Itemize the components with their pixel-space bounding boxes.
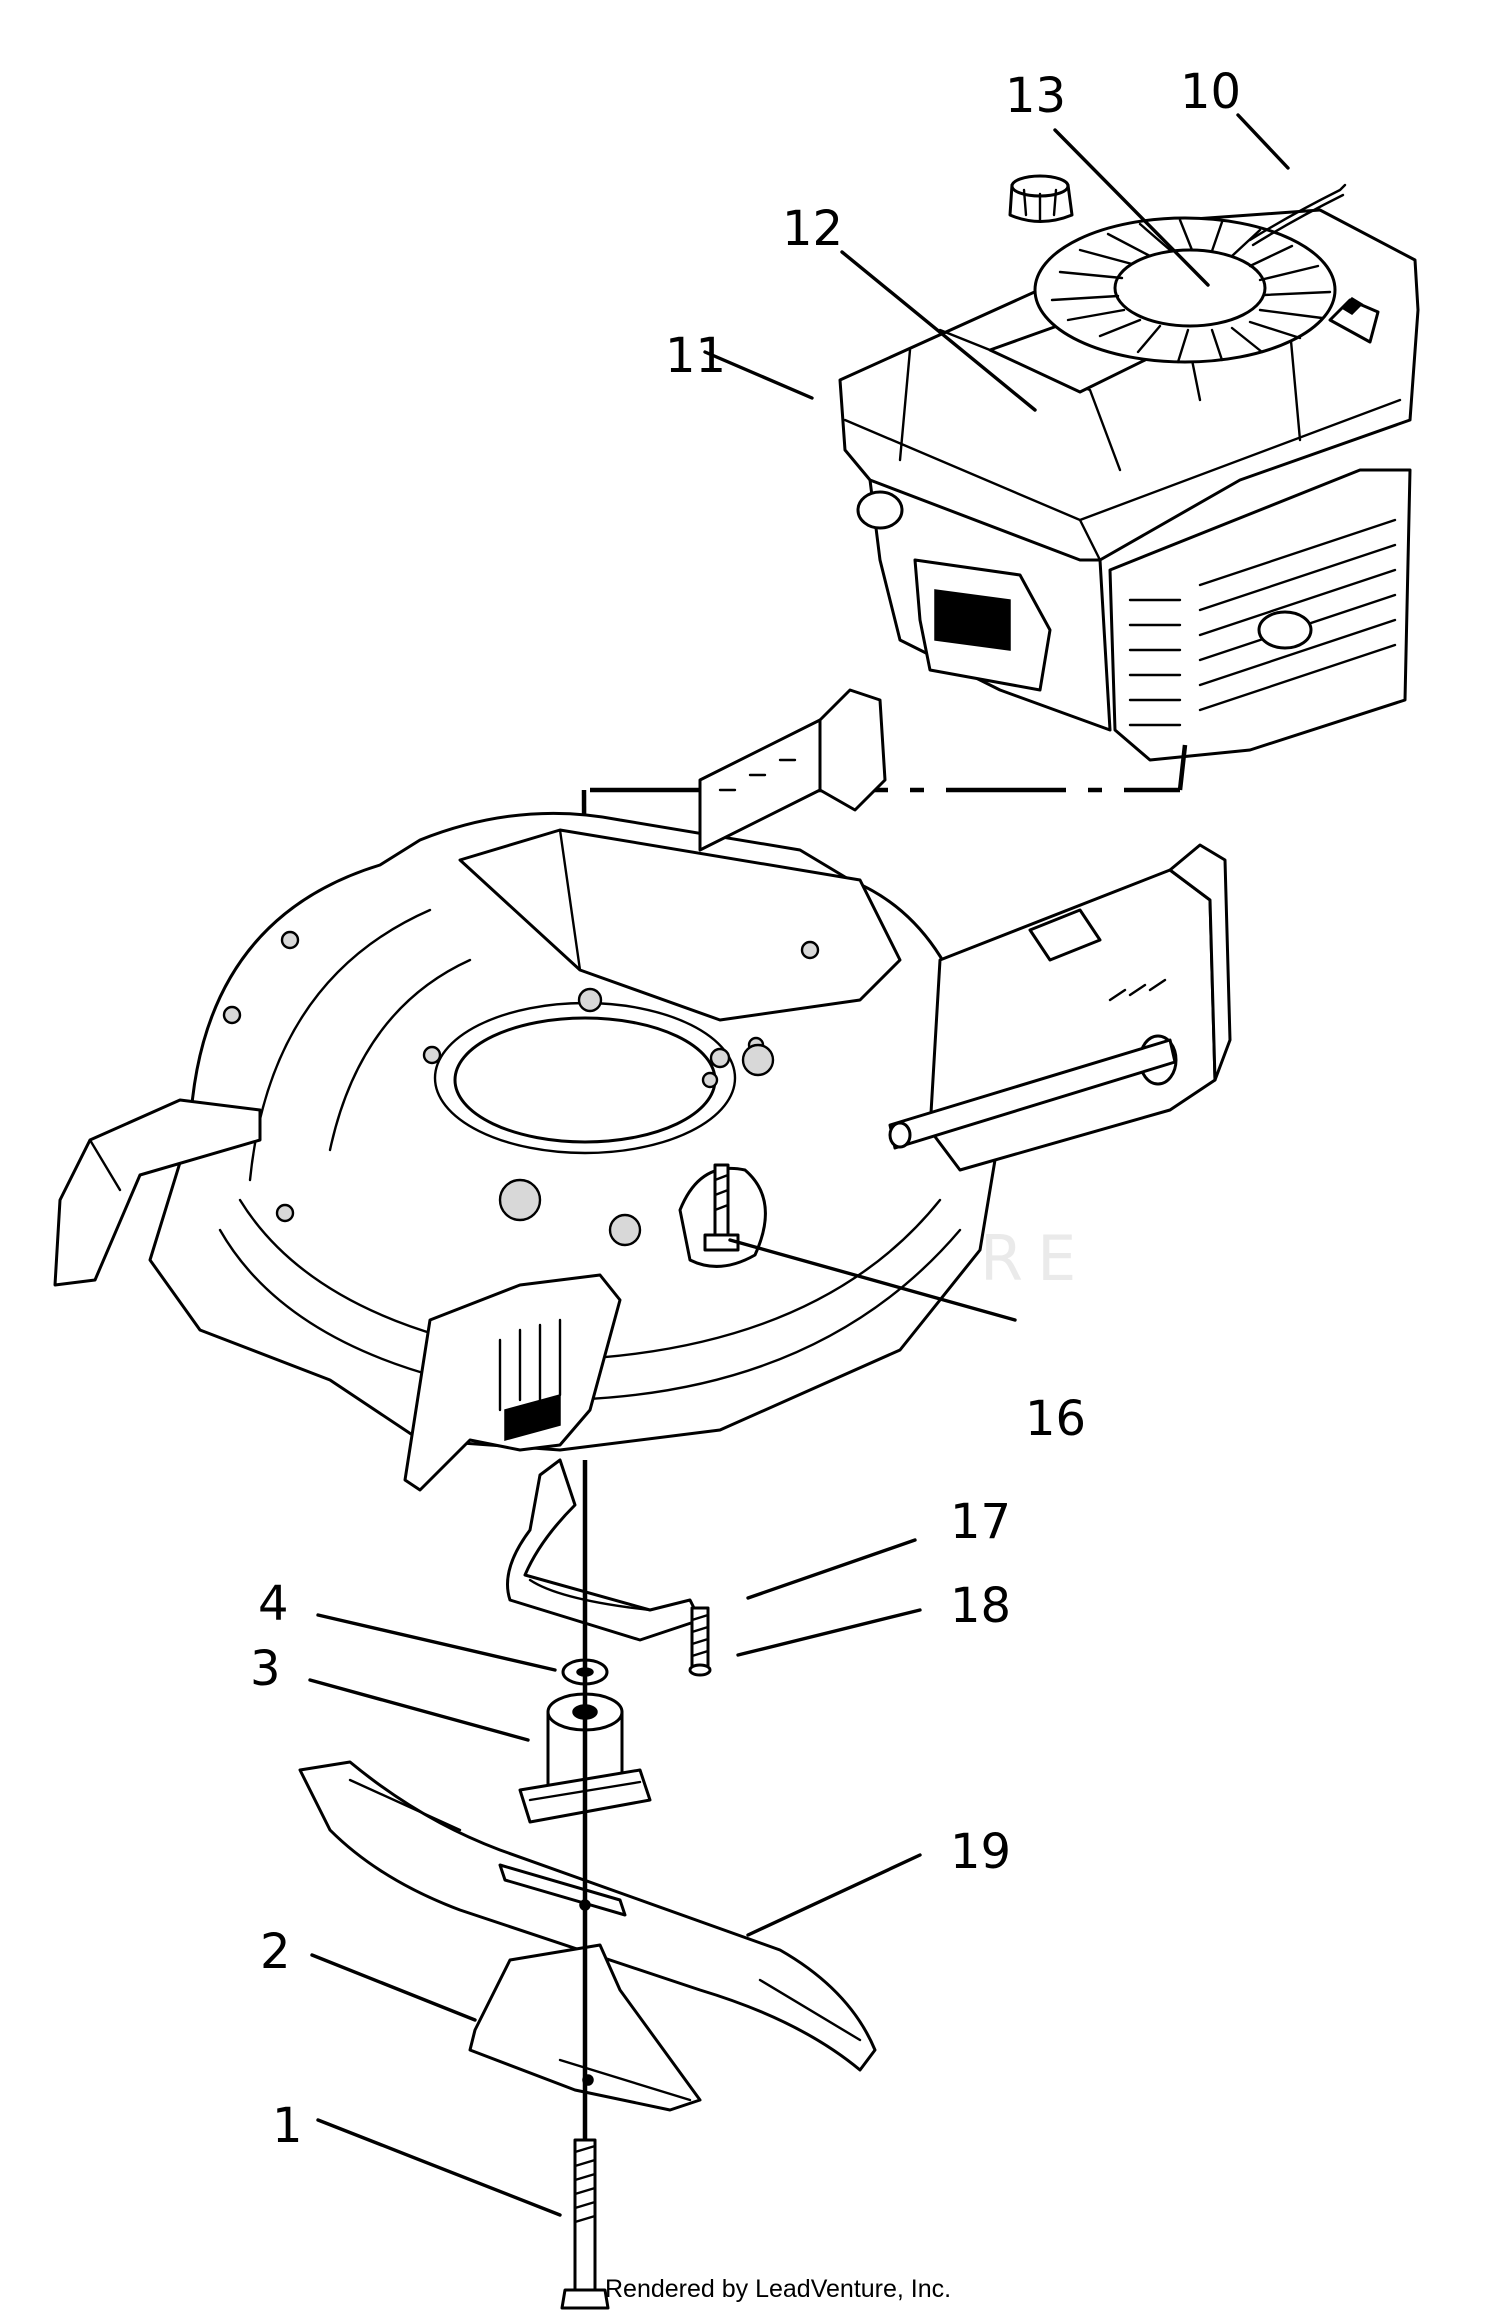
- callout-1: 1: [272, 2098, 303, 2154]
- engine-spark-plug-boot: [1328, 297, 1380, 344]
- deck-center-opening: [453, 1016, 717, 1144]
- deck-front-right-wheel-arm: [403, 1273, 622, 1492]
- blade-assembly: [298, 1458, 877, 2310]
- deck-front-left-wheel-arm: [53, 1098, 262, 1287]
- baffle-bracket: [506, 1458, 702, 1642]
- oil-fill-cap: [1008, 174, 1074, 223]
- callout-3: 3: [250, 1641, 281, 1697]
- throttle-cable: [1248, 183, 1347, 242]
- callout-16: 16: [1025, 1391, 1086, 1447]
- mower-blade: [298, 1760, 877, 2072]
- callout-12: 12: [782, 201, 843, 257]
- callout-11: 11: [665, 328, 726, 384]
- callout-leaders: [308, 113, 1290, 2217]
- baffle-screw: [688, 1606, 712, 1677]
- deck-chute-plate: [458, 828, 902, 1022]
- engine-left-tube: [856, 490, 904, 530]
- mower-deck: [53, 688, 1232, 1492]
- callout-10: 10: [1180, 64, 1241, 120]
- rendered-by-credit: Rendered by LeadVenture, Inc.: [605, 2275, 951, 2303]
- deck-mounting-bolts: [222, 930, 820, 1247]
- engine-oil-port: [1257, 610, 1313, 650]
- callout-19: 19: [950, 1824, 1011, 1880]
- callout-17: 17: [950, 1494, 1011, 1550]
- callout-13: 13: [1005, 68, 1066, 124]
- recoil-starter: [1033, 216, 1337, 364]
- callout-18: 18: [950, 1578, 1011, 1634]
- engine-assembly: [838, 174, 1420, 762]
- callout-2: 2: [260, 1924, 291, 1980]
- callout-4: 4: [258, 1576, 289, 1632]
- blade-bolt: [560, 2138, 610, 2310]
